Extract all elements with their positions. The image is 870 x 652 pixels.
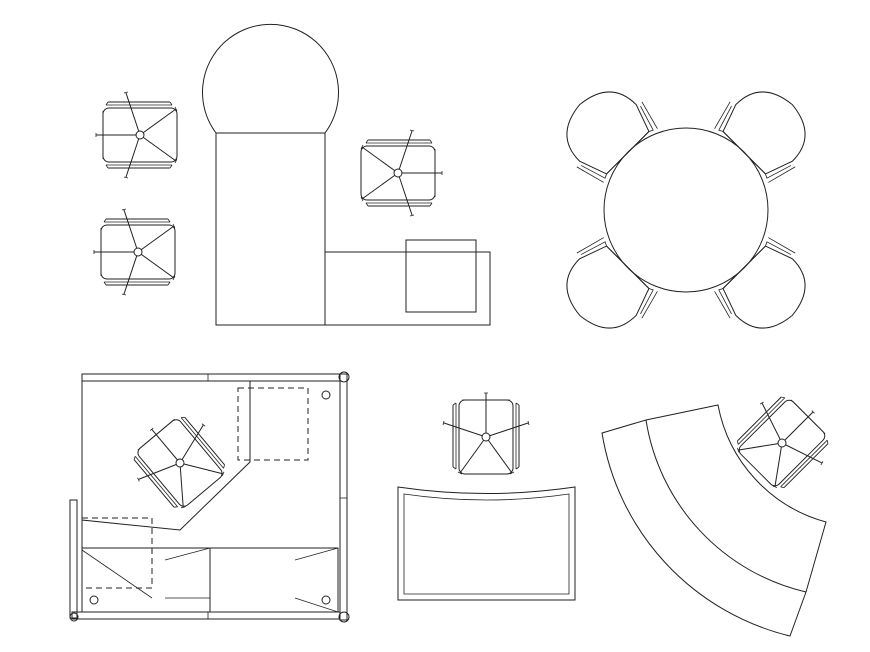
chair-round-2 [708,71,826,189]
desk-return [325,251,491,326]
round-desk-end [202,23,339,134]
curved-desk-outer [601,419,807,637]
chair-reception [442,392,530,475]
corner-workstation [69,371,350,623]
round-table-group [546,71,826,349]
panel-left [69,499,78,619]
cpu-under-desk [81,517,153,589]
reception-desk-group [397,392,576,601]
panel-bottom [71,611,341,620]
panel-top [81,373,341,382]
chair-curved-desk [724,380,845,501]
l-worksurface-upper [81,381,251,531]
chair-round-4 [546,231,664,349]
chair-corner-workstation [118,401,238,520]
chair-round-3 [708,231,826,349]
chair-l-desk-2 [93,208,176,296]
round-table [603,127,769,293]
chair-round-1 [546,71,664,189]
pedestal-under-desk [237,387,309,461]
l-desk-station [93,23,491,326]
curved-desk-group [601,380,845,637]
chair-l-desk-1 [95,91,178,179]
desk-monitor-block [405,239,477,313]
chair-l-desk-3 [360,129,443,217]
desk-main-top [215,133,326,326]
reception-desk-outer [397,486,576,601]
curved-desk-inner [645,404,827,593]
panel-right [339,373,348,621]
reception-desk-inner [403,493,570,595]
